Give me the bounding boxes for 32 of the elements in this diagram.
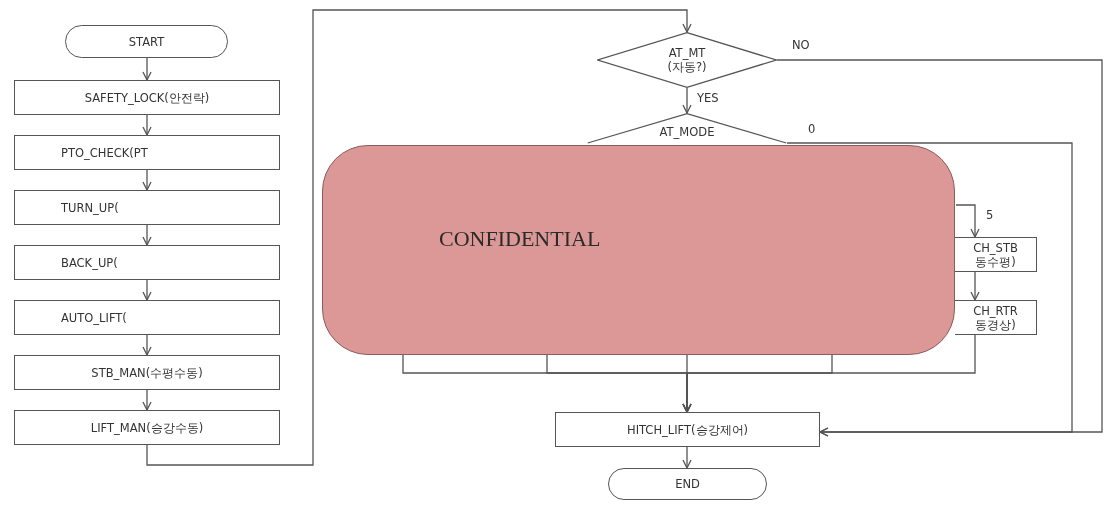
process-box: BACK_UP( [14,245,280,280]
arrow [142,57,152,81]
arrow [142,224,152,246]
process-box: HITCH_LIFT(승강제어) [555,412,820,447]
terminal-shape: START [65,25,228,58]
process-box: PTO_CHECK(PT [14,135,280,170]
process-box: SAFETY_LOCK(안전락) [14,80,280,115]
terminal-shape: END [608,468,767,500]
arrow [786,142,1073,437]
decision-diamond: AT_MT (자동?) [597,32,777,88]
edge-label: YES [695,91,721,105]
process-box: AUTO_LIFT( [14,300,280,335]
edge-label: 5 [984,208,996,222]
process-box: CH_STB 동수평) [955,237,1037,272]
edge-label: NO [790,38,812,52]
arrow [142,389,152,411]
arrow [955,204,980,238]
arrow [142,114,152,136]
process-box: STB_MAN(수평수동) [14,355,280,390]
edge-label: 0 [806,122,818,136]
arrow [142,279,152,301]
arrow [146,9,692,466]
arrow [142,334,152,356]
arrow [970,271,980,301]
redaction-box: CONFIDENTIAL [322,145,955,355]
arrow [682,446,692,469]
process-box: TURN_UP( [14,190,280,225]
arrow [682,87,692,114]
process-box: LIFT_MAN(승강수동) [14,410,280,445]
arrow [142,169,152,191]
process-box: CH_RTR 동경상) [955,300,1037,335]
arrow [682,354,833,413]
